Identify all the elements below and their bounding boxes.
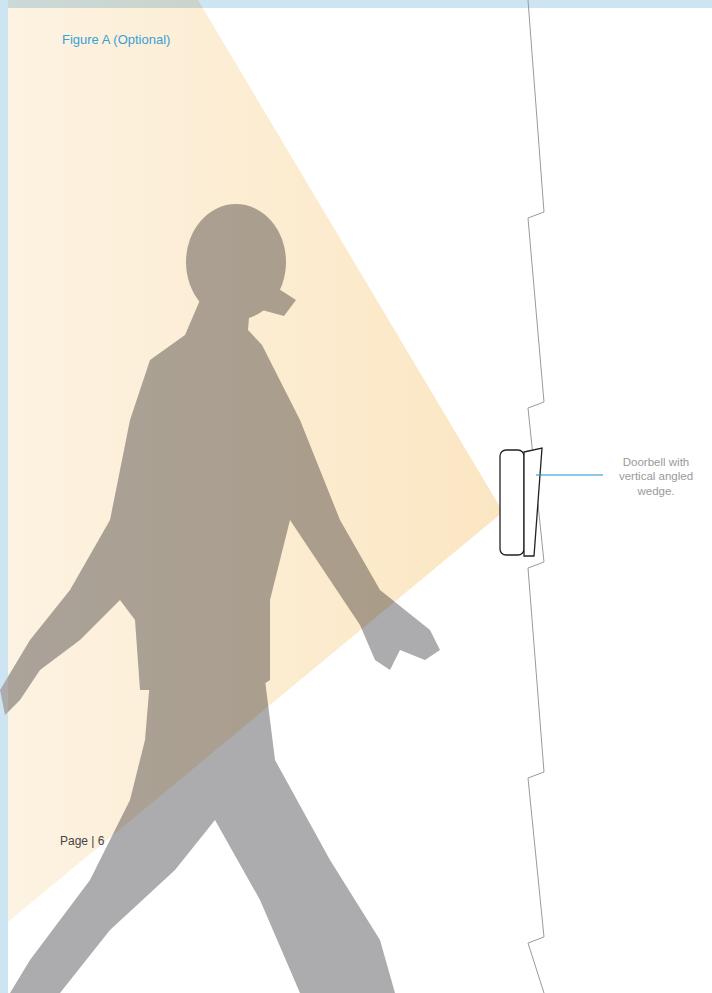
camera-view-cone bbox=[8, 0, 503, 922]
doorbell-body bbox=[500, 450, 524, 555]
page-number: Page | 6 bbox=[60, 834, 104, 848]
leader-line bbox=[536, 475, 603, 476]
callout-label: Doorbell with vertical angled wedge. bbox=[606, 455, 706, 498]
page-border bbox=[0, 0, 8, 993]
angled-wedge bbox=[524, 448, 542, 556]
figure-title: Figure A (Optional) bbox=[62, 32, 170, 47]
